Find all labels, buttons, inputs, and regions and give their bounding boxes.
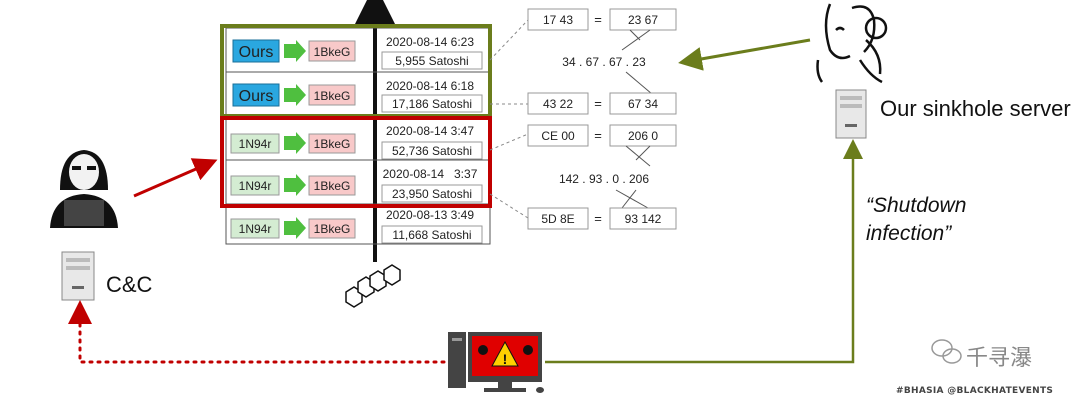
tx1-to: 1BkeG [314,45,351,59]
arrow-right-icon [284,132,306,154]
tx4-from: 1N94r [239,179,272,193]
ip-bottom: 142 . 93 . 0 . 206 [559,172,649,186]
tx3-date: 2020-08-14 3:47 [386,124,474,138]
sinkhole-label: Our sinkhole server [880,96,1071,121]
decode-connectors [489,19,529,219]
hacker-to-tx-arrow [133,158,218,198]
tx5-amount: 11,668 Satoshi [392,228,471,242]
tx3-from: 1N94r [239,137,272,151]
wechat-icon [931,339,962,364]
tx4-to: 1BkeG [314,179,351,193]
hex-mid: 43 22 [543,97,573,111]
equals-1: = [594,12,602,27]
arrow-right-icon [284,84,306,106]
hex-top: 17 43 [543,13,573,27]
shutdown-label: “Shutdown infection” [866,194,967,245]
dec-mid: 67 34 [628,97,658,111]
transaction-row-3: 1N94r 1BkeG 2020-08-14 3:47 52,736 Satos… [230,124,483,160]
equals-3: = [594,128,602,143]
transaction-row-4: 1N94r 1BkeG 2020-08-14 3:37 23,950 Satos… [230,167,483,203]
tx5-from: 1N94r [239,222,272,236]
server-icon [835,89,867,139]
tx3-amount: 52,736 Satoshi [392,144,472,158]
hacker-icon [50,150,118,228]
tx2-amount: 17,186 Satoshi [392,97,472,111]
dec-4: 93 142 [625,212,662,226]
tx2-to: 1BkeG [314,89,351,103]
transaction-row-1: Ours 1BkeG 2020-08-14 6:23 5,955 Satoshi [232,35,483,70]
tx4-amount: 23,950 Satoshi [392,187,472,201]
arrow-right-icon [284,217,306,239]
hex-4: 5D 8E [541,212,574,226]
infected-computer-icon: ! [448,332,544,393]
watermark-text: 千寻瀑 [966,346,1033,371]
equals-4: = [594,211,602,226]
sinkhole-to-ip-arrow [678,38,811,71]
attacker-transactions-frame [220,116,492,208]
tx5-to: 1BkeG [314,222,351,236]
tx1-date: 2020-08-14 6:23 [386,35,474,49]
cnc-label: C&C [106,272,153,297]
transaction-row-2: Ours 1BkeG 2020-08-14 6:18 17,186 Satosh… [232,79,483,113]
infected-to-sinkhole-line [545,139,863,364]
arrow-right-icon [284,40,306,62]
tx2-from: Ours [239,88,274,105]
tx4-date: 2020-08-14 3:37 [383,167,478,181]
blockchain-icon [345,264,401,308]
server-icon [61,251,95,301]
researchers-icon [816,3,888,84]
decode-panel: 17 43 = 23 67 34 . 67 . 67 . 23 43 22 = … [527,8,677,230]
equals-2: = [594,96,602,111]
tx1-amount: 5,955 Satoshi [395,54,468,68]
dec-3: 206 0 [628,129,658,143]
tx5-date: 2020-08-13 3:49 [386,208,474,222]
transaction-row-5: 1N94r 1BkeG 2020-08-13 3:49 11,668 Satos… [230,208,483,244]
dec-top: 23 67 [628,13,658,27]
infected-to-cnc-line [68,300,446,364]
tx3-to: 1BkeG [314,137,351,151]
hex-3: CE 00 [541,129,575,143]
svg-text:!: ! [503,351,508,367]
footer-hashtags: #BHASIA @BLACKHATEVENTS [896,386,1054,396]
tx2-date: 2020-08-14 6:18 [386,79,474,93]
ip-top: 34 . 67 . 67 . 23 [562,55,646,69]
tx1-from: Ours [239,44,274,61]
arrow-right-icon [284,174,306,196]
